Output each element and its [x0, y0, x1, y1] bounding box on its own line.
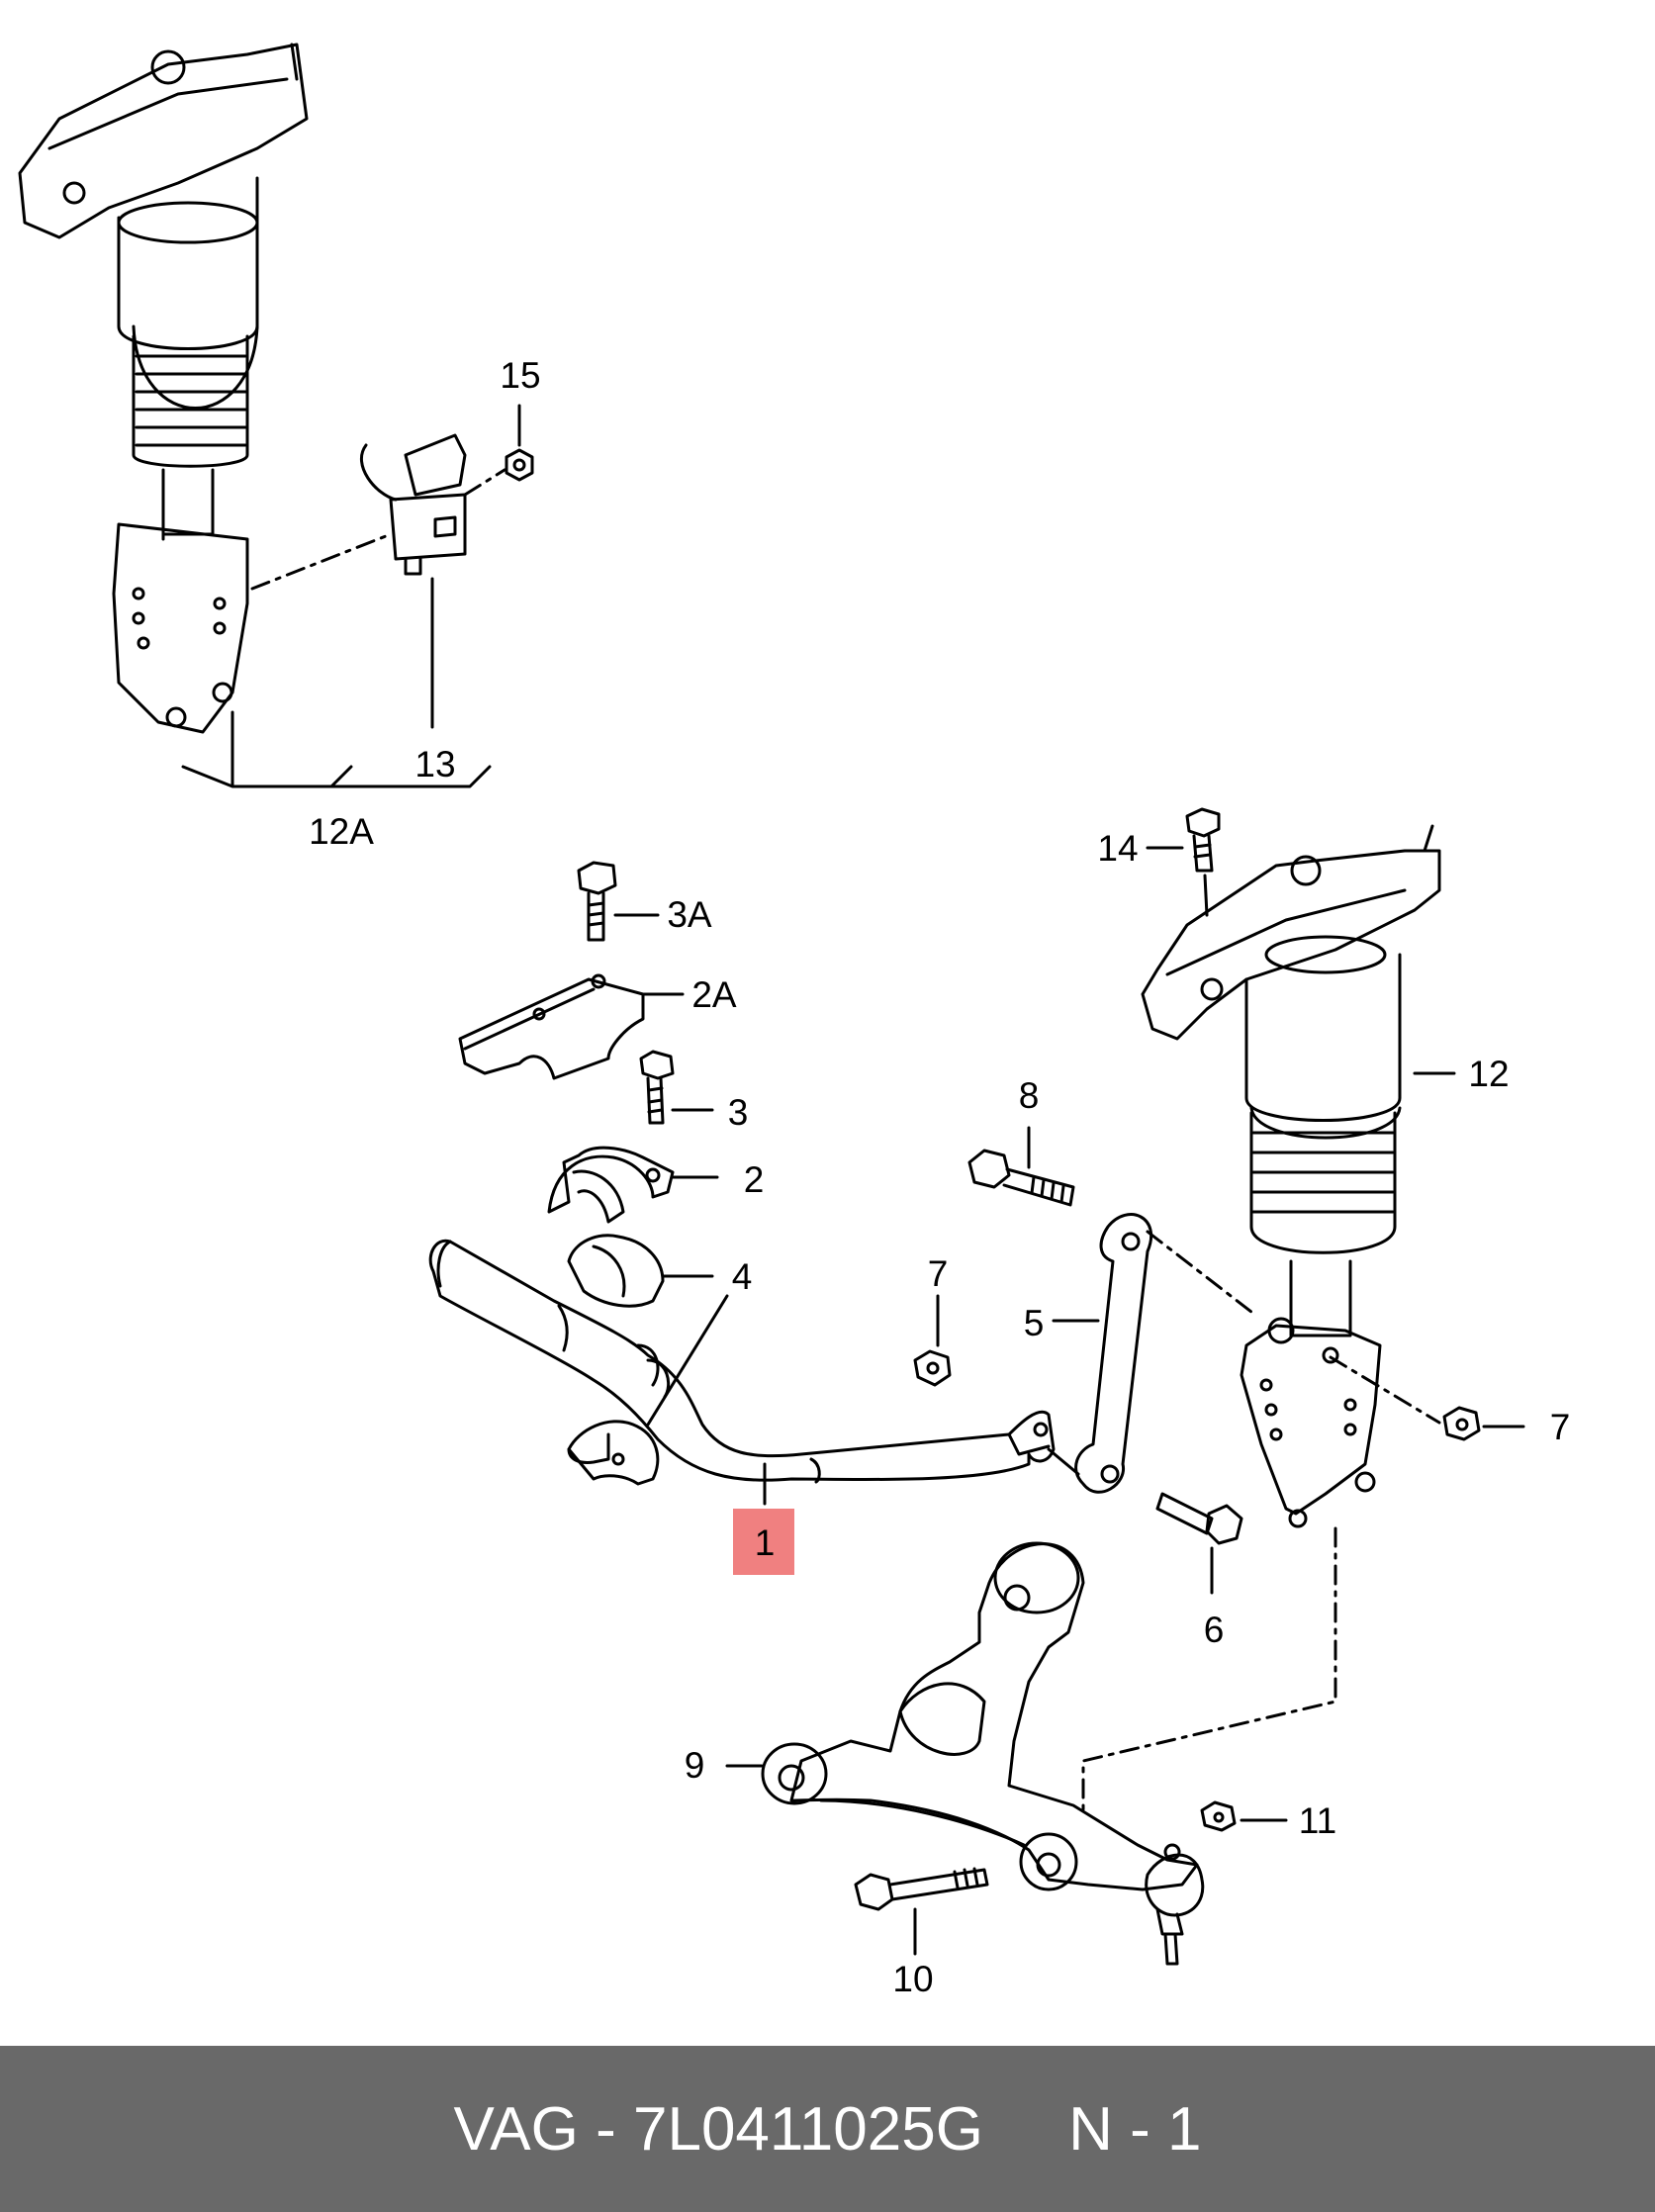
part-number: VAG - 7L0411025G — [453, 2094, 983, 2164]
dash-strut-nut — [1329, 1355, 1441, 1425]
bracket-12A — [181, 710, 492, 788]
strut-assembly-left — [18, 43, 309, 734]
ball-joint — [1145, 1843, 1205, 1966]
stabilizer-bar-1 — [428, 1239, 1056, 1484]
link-5 — [1074, 1213, 1153, 1494]
label-3: 3 — [728, 1092, 749, 1133]
bolt-8 — [967, 1149, 1075, 1207]
bush-4-lower — [567, 1420, 660, 1486]
bolt-3 — [639, 1050, 675, 1125]
bolt-3A — [577, 861, 617, 942]
label-11: 11 — [1299, 1800, 1336, 1841]
label-8: 8 — [1019, 1075, 1040, 1116]
label-5: 5 — [1024, 1303, 1045, 1343]
label-15: 15 — [500, 355, 540, 396]
label-12: 12 — [1468, 1054, 1509, 1094]
bolt-14 — [1185, 807, 1221, 873]
leader-14b — [1203, 874, 1209, 917]
dash-sensor-nut — [463, 468, 506, 497]
bolt-10 — [854, 1867, 989, 1911]
label-4: 4 — [732, 1256, 753, 1297]
label-12A: 12A — [309, 811, 374, 852]
link-stud — [1047, 1447, 1080, 1476]
sensor-13 — [359, 433, 467, 576]
label-1: 1 — [755, 1522, 776, 1563]
label-9: 9 — [685, 1745, 705, 1786]
bracket-2A — [458, 973, 645, 1080]
control-arm-9 — [761, 1541, 1199, 1891]
footer-gap — [983, 2094, 1068, 2165]
strut-assembly-right — [1141, 824, 1441, 1528]
dash-strut-sensor — [250, 532, 393, 591]
nut-7-right — [1442, 1406, 1481, 1441]
dash-link-strut — [1146, 1230, 1258, 1318]
parts-diagram: 15 13 12A 14 3A 2A 12 8 3 2 4 7 5 7 1 6 … — [18, 43, 1571, 1999]
label-7-middle: 7 — [928, 1253, 949, 1294]
leader-4-lower — [646, 1294, 729, 1427]
part-number-footer: VAG - 7L0411025G N - 1 — [0, 2046, 1655, 2212]
label-6: 6 — [1204, 1610, 1225, 1650]
highlight-part-1 — [733, 1509, 794, 1575]
clamp-2 — [547, 1146, 675, 1224]
nut-7-middle — [913, 1349, 952, 1387]
label-14: 14 — [1097, 828, 1138, 869]
bolt-6 — [1155, 1492, 1243, 1545]
dash-strut-arm — [1081, 1526, 1337, 1812]
label-10: 10 — [892, 1959, 933, 1999]
position-code: N - 1 — [1068, 2094, 1202, 2164]
label-3A: 3A — [667, 894, 712, 935]
label-13: 13 — [414, 744, 455, 784]
bush-4-upper — [567, 1234, 665, 1308]
nut-11 — [1200, 1800, 1237, 1832]
nut-15 — [505, 448, 534, 482]
label-2A: 2A — [691, 974, 737, 1015]
label-2: 2 — [744, 1159, 765, 1200]
label-7-right: 7 — [1550, 1407, 1571, 1447]
